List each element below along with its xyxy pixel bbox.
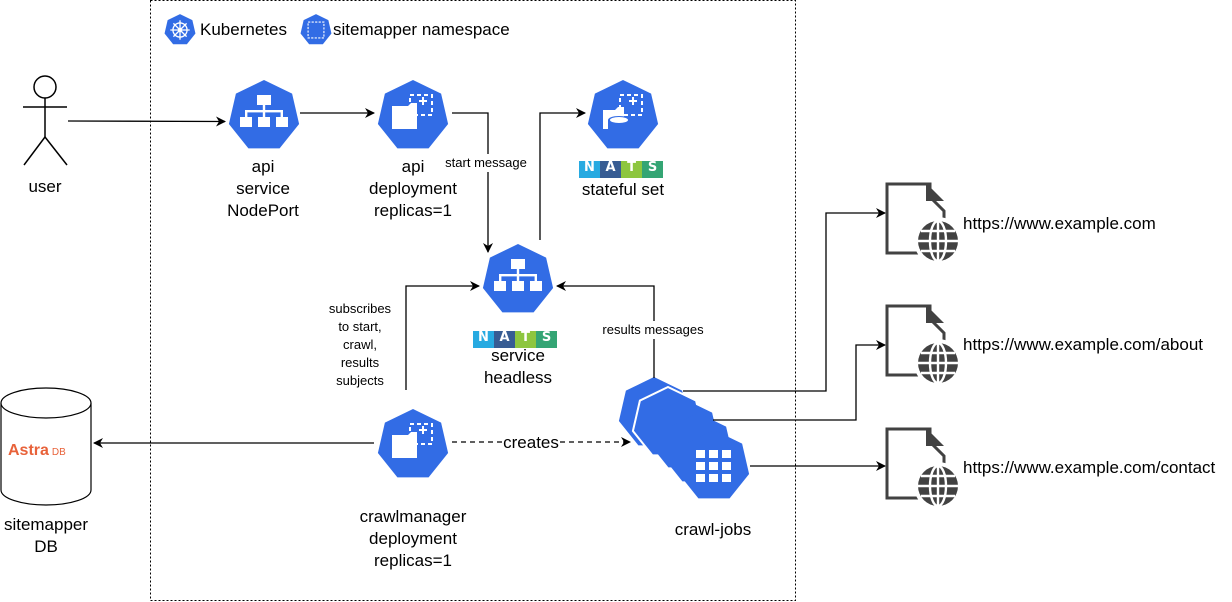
namespace-label: sitemapper namespace [333,20,510,39]
edge-start-message [452,112,493,253]
database-label: sitemapper DB [3,515,89,556]
crawl-jobs-label: crawl-jobs [674,520,752,539]
user-icon [23,75,68,166]
web-page-icon [885,182,962,265]
nats-service-label: service headless [483,346,553,387]
statefulset-label: stateful set [581,180,665,199]
results-messages-label: results messages [598,321,708,339]
crawl-jobs-stack [618,377,750,499]
api-service-icon [228,80,300,149]
api-service-label: api service NodePort [227,157,299,220]
edge-subscribes [405,281,480,390]
site-url-1: https://www.example.com [963,214,1156,233]
edge-user-api [67,116,226,127]
site-url-2: https://www.example.com/about [963,335,1204,354]
crawl-job-icon [678,430,750,499]
user-label: user [28,177,62,196]
web-page-icon [885,304,962,387]
edge-nats-statefulset [539,108,586,240]
namespace-icon [300,14,332,45]
kubernetes-label: Kubernetes [200,20,287,39]
start-message-label: start message [438,154,534,172]
crawlmanager-icon [377,409,449,478]
web-page-icon [885,427,962,510]
edge-results [556,281,655,378]
api-deployment-label: api deployment replicas=1 [369,157,457,220]
subscribes-label: subscribes to start, crawl, results subj… [320,300,400,390]
crawlmanager-label: crawlmanager deployment replicas=1 [359,507,467,570]
database-icon [0,387,92,506]
edge-site-2 [713,340,886,421]
edge-site-1 [683,208,886,392]
site-url-3: https://www.example.com/contact [963,458,1216,477]
kubernetes-icon [164,14,196,45]
creates-label: creates [503,432,559,454]
statefulset-icon [587,80,659,149]
api-deployment-icon [377,80,449,149]
nats-service-icon [482,244,554,313]
namespace-boundary [150,0,796,601]
